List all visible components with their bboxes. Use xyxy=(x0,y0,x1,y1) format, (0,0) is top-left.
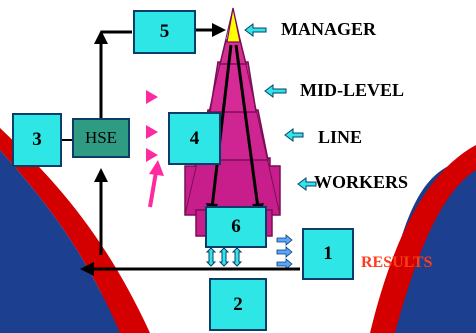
updown-arrows xyxy=(205,247,243,267)
box-1-label: 1 xyxy=(323,243,333,264)
box-1: 1 xyxy=(302,228,354,280)
box-2: 2 xyxy=(209,278,267,331)
hse-label: HSE xyxy=(84,128,118,147)
pink-arrow-2 xyxy=(146,125,158,139)
pointer-manager-icon xyxy=(244,23,267,37)
results-label: RESULTS xyxy=(361,254,433,271)
box-6: 6 xyxy=(205,206,267,248)
pyramid-edge-right xyxy=(232,7,281,216)
red-arc-left xyxy=(0,128,150,333)
box-5-label: 5 xyxy=(159,21,170,42)
pink-arrow-up-head xyxy=(149,160,164,176)
box-4-label: 4 xyxy=(189,127,200,149)
pyramid-edge-left xyxy=(184,7,234,216)
label-workers: WORKERS xyxy=(314,172,409,192)
label-manager: MANAGER xyxy=(281,19,376,39)
level-pointers xyxy=(244,23,317,191)
label-line: LINE xyxy=(318,127,363,147)
pointer-midlevel-icon xyxy=(264,84,287,98)
blue-left-corner xyxy=(0,150,120,333)
striped-arrows-to-1 xyxy=(276,234,293,270)
label-mid-level: MID-LEVEL xyxy=(300,80,405,100)
pink-arrow-3 xyxy=(146,148,158,162)
arrowhead-up-hse xyxy=(94,168,108,182)
box-5: 5 xyxy=(133,10,196,54)
arrowhead-5-manager xyxy=(212,23,226,37)
pointer-workers-icon xyxy=(297,177,317,191)
pink-arrow-up-shaft xyxy=(148,171,158,208)
hse-box: HSE xyxy=(72,118,130,158)
feedback-arrowhead xyxy=(80,262,94,276)
arrowhead-hse-up xyxy=(94,30,108,44)
arrow-manager-to-6-right xyxy=(234,44,260,209)
box-6-label: 6 xyxy=(231,216,241,237)
red-arc-right xyxy=(370,145,476,333)
arrow-manager-to-6-left xyxy=(210,44,233,209)
blue-right-corner xyxy=(395,170,476,333)
pink-arrow-1 xyxy=(146,90,158,104)
box-2-label: 2 xyxy=(233,293,243,315)
pyramid-mid-step xyxy=(209,61,257,113)
pointer-line-icon xyxy=(284,128,304,142)
box-3: 3 xyxy=(12,113,62,167)
box-3-label: 3 xyxy=(32,129,42,150)
box-4: 4 xyxy=(168,112,221,165)
